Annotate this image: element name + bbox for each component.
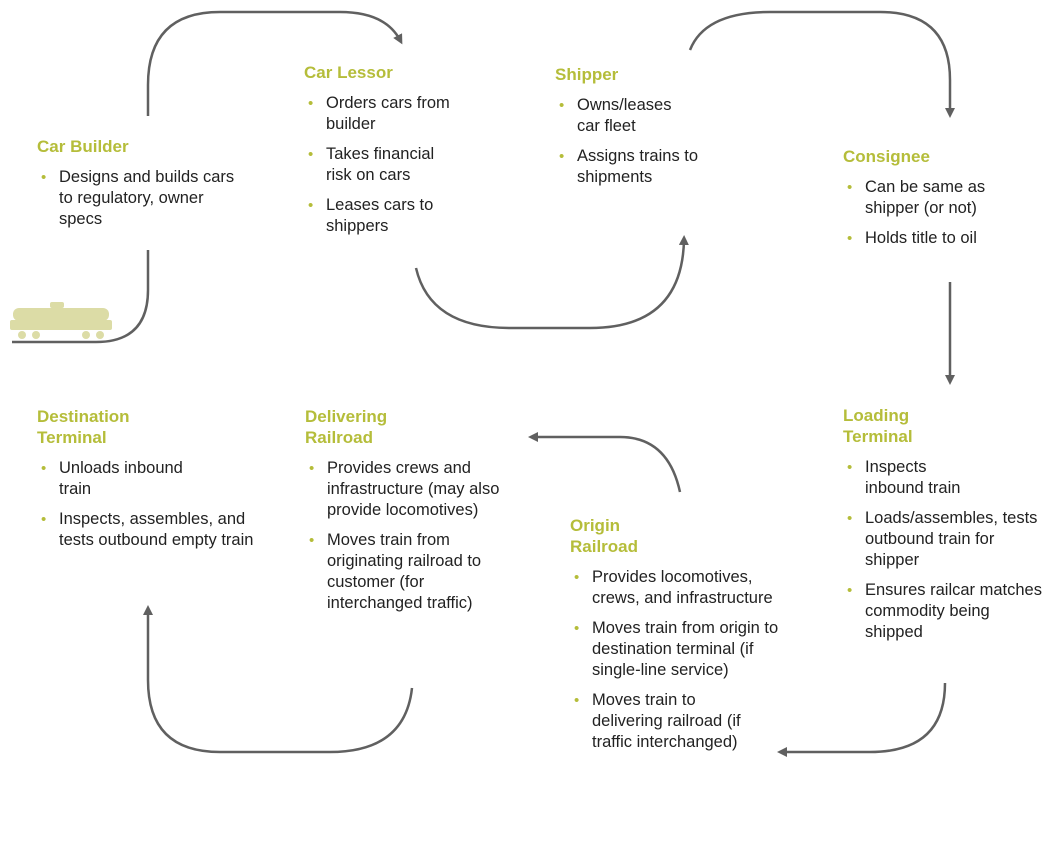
bullet-list: Provides crews and infrastructure (may a… [305, 458, 515, 614]
node-destination-terminal: Destination Terminal Unloads inbound tra… [37, 406, 267, 560]
bullet-item: Inspects, assembles, and tests outbound … [37, 509, 267, 551]
bullet-item: Leases cars to shippers [304, 195, 436, 237]
bullet-list: Unloads inbound train Inspects, assemble… [37, 458, 267, 551]
node-title: Destination Terminal [37, 407, 130, 447]
bullet-item: Can be same as shipper (or not) [843, 177, 1015, 219]
bullet-list: Can be same as shipper (or not) Holds ti… [843, 177, 1028, 249]
node-car-lessor: Car Lessor Orders cars from builder Take… [304, 62, 479, 246]
bullet-item: Orders cars from builder [304, 93, 451, 135]
node-title: Car Builder [37, 137, 129, 156]
bullet-list: Designs and builds cars to regulatory, o… [37, 167, 237, 230]
bullet-item: Moves train to delivering railroad (if t… [570, 690, 757, 753]
arrow-lessor-to-shipper [414, 235, 689, 330]
node-title: Delivering Railroad [305, 407, 388, 447]
bullet-list: Inspects inbound train Loads/assembles, … [843, 457, 1048, 643]
bullet-item: Designs and builds cars to regulatory, o… [37, 167, 237, 230]
bullet-item: Takes financial risk on cars [304, 144, 461, 186]
bullet-item: Assigns trains to shipments [555, 146, 707, 188]
bullet-item: Provides crews and infrastructure (may a… [305, 458, 527, 521]
bullet-item: Provides locomotives, crews, and infrast… [570, 567, 782, 609]
bullet-item: Holds title to oil [843, 228, 1028, 249]
bullet-list: Owns/leases car fleet Assigns trains to … [555, 95, 725, 188]
node-consignee: Consignee Can be same as shipper (or not… [843, 146, 1028, 258]
arrow-origin-to-delivering [528, 432, 682, 493]
node-title: Loading Terminal [843, 406, 913, 446]
bullet-item: Ensures railcar matches commodity being … [843, 580, 1048, 643]
bullet-list: Provides locomotives, crews, and infrast… [570, 567, 785, 753]
bullet-item: Moves train from origin to destination t… [570, 618, 797, 681]
bullet-item: Unloads inbound train [37, 458, 189, 500]
node-title: Car Lessor [304, 63, 393, 82]
bullet-item: Owns/leases car fleet [555, 95, 697, 137]
bullet-item: Inspects inbound train [843, 457, 970, 499]
node-title: Origin Railroad [570, 516, 639, 556]
arrow-loading-to-origin [777, 682, 947, 757]
node-title: Shipper [555, 65, 619, 84]
node-delivering-railroad: Delivering Railroad Provides crews and i… [305, 406, 515, 623]
bullet-item: Moves train from originating railroad to… [305, 530, 515, 614]
node-origin-railroad: Origin Railroad Provides locomotives, cr… [570, 515, 785, 762]
arrow-destination-to-builder [12, 250, 150, 344]
node-car-builder: Car Builder Designs and builds cars to r… [37, 136, 237, 239]
arrow-delivering-to-destination [143, 605, 414, 754]
node-shipper: Shipper Owns/leases car fleet Assigns tr… [555, 64, 725, 197]
arrow-shipper-to-consignee [688, 10, 955, 118]
node-loading-terminal: Loading Terminal Inspects inbound train … [843, 405, 1048, 652]
tank-car-icon [10, 302, 112, 339]
bullet-item: Loads/assembles, tests outbound train fo… [843, 508, 1048, 571]
arrow-builder-to-lessor [146, 10, 403, 116]
bullet-list: Orders cars from builder Takes financial… [304, 93, 479, 237]
node-title: Consignee [843, 147, 930, 166]
